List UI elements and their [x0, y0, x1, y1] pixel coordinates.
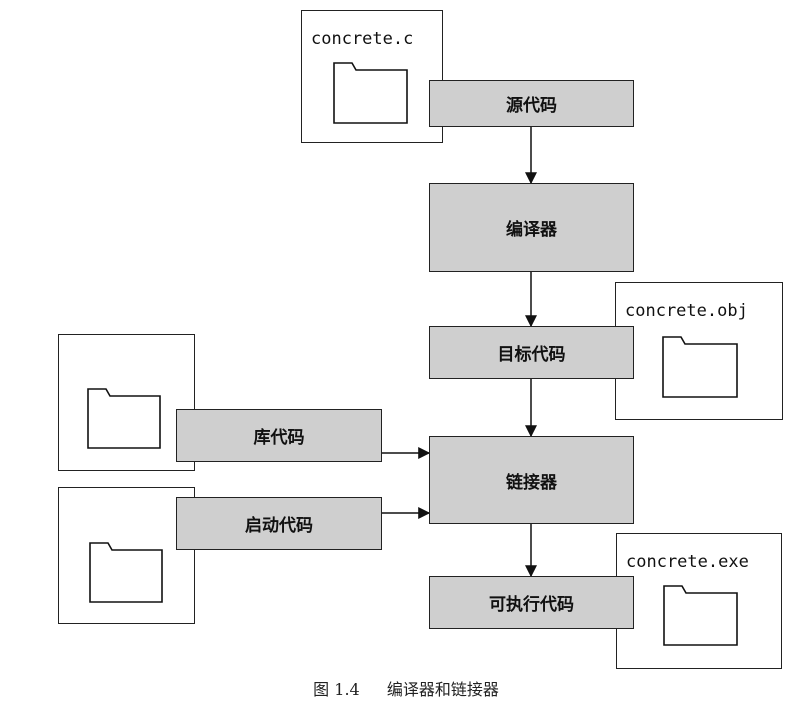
- figure-title: 编译器和链接器: [386, 680, 499, 699]
- folder-icon: [87, 388, 161, 449]
- compiler-box: 编译器: [429, 183, 634, 272]
- figure-number: 图 1.4: [313, 680, 360, 699]
- exe-file-name: concrete.exe: [626, 552, 749, 572]
- folder-icon: [333, 62, 408, 124]
- source-code-label: 源代码: [429, 80, 634, 127]
- linker-box: 链接器: [429, 436, 634, 524]
- library-code-label: 库代码: [176, 409, 382, 462]
- source-file-name: concrete.c: [311, 29, 414, 49]
- object-file-name: concrete.obj: [625, 301, 748, 321]
- startup-code-label: 启动代码: [176, 497, 382, 550]
- object-code-label: 目标代码: [429, 326, 634, 379]
- folder-icon: [89, 542, 163, 603]
- startup-file-frame: [58, 487, 195, 624]
- folder-icon: [663, 585, 738, 646]
- executable-code-label: 可执行代码: [429, 576, 634, 629]
- folder-icon: [662, 336, 738, 398]
- source-file-frame: concrete.c: [301, 10, 443, 143]
- exe-file-frame: concrete.exe: [616, 533, 782, 669]
- figure-caption: 图 1.4 编译器和链接器: [0, 676, 812, 700]
